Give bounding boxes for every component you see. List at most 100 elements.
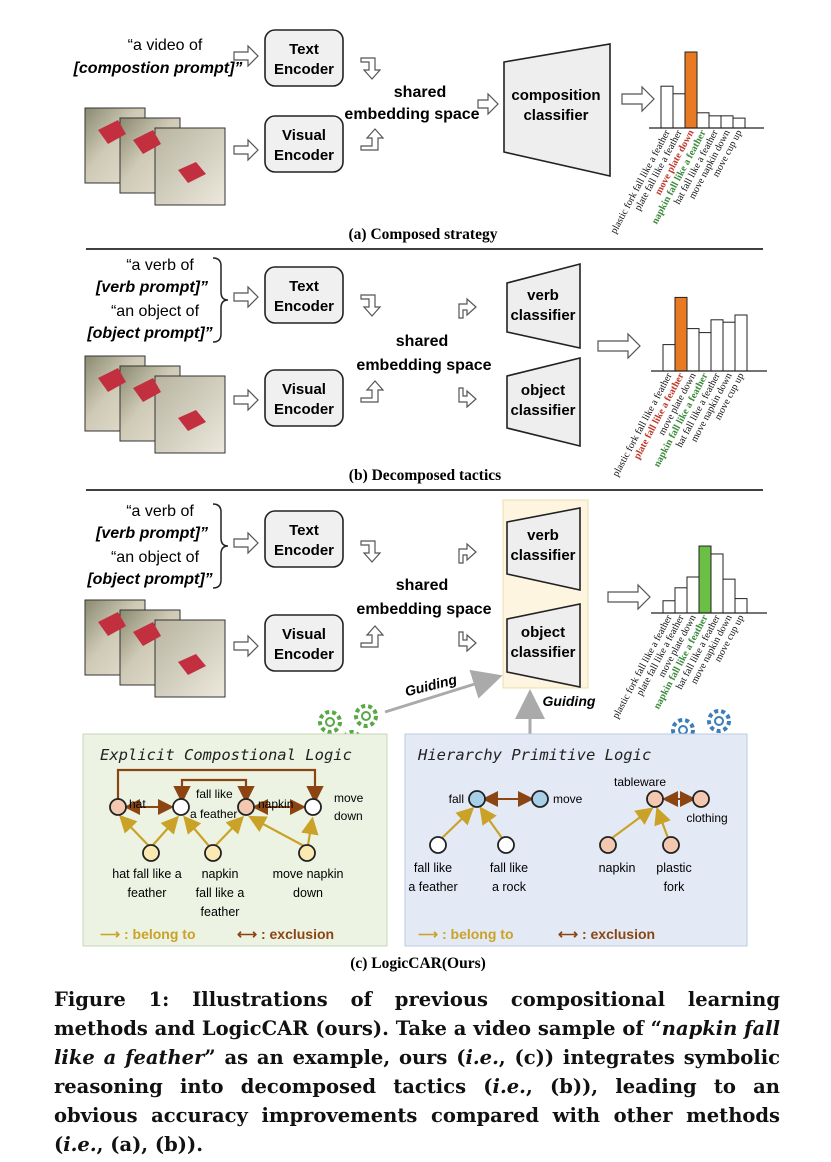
prompt-c-l3: “an object of: [111, 549, 200, 566]
caption-part5: , (a), (b)).: [96, 1133, 203, 1156]
bar-move-napkin-down: [722, 321, 736, 372]
bar-move-cup-up: [734, 314, 748, 372]
composition-classifier-l2: classifier: [523, 107, 588, 124]
hollow-arrow: [607, 583, 651, 611]
hollow-arrow: [233, 44, 259, 68]
node-hat-fall-like-a-feather: [142, 844, 160, 862]
gears-green-icon: [318, 704, 378, 750]
label-move: move: [553, 792, 583, 806]
bent-arrow: [458, 542, 477, 564]
brace: [212, 257, 229, 343]
text-encoder-a-l2: Encoder: [274, 61, 334, 78]
label-plastic-1: plastic: [656, 861, 691, 875]
text-encoder-b-l2: Encoder: [274, 298, 334, 315]
node-napkin-fall-like-a-feather: [204, 844, 222, 862]
legend-exclusion-a: ⟷ : exclusion: [237, 926, 334, 942]
label-fall-feather-1: fall like: [414, 861, 452, 875]
legend-belong-b: ⟶ : belong to: [418, 926, 514, 942]
label-plastic-2: fork: [664, 880, 686, 894]
label-napkin-fall-2: fall like a: [196, 886, 245, 900]
text-encoder-a: [264, 29, 344, 87]
composition-classifier: [503, 43, 611, 178]
caption-part2: ” as an example, ours (: [204, 1046, 466, 1069]
prompt-a-line1: “a video of: [128, 37, 203, 54]
visual-encoder-c-l2: Encoder: [274, 646, 334, 663]
shared-space-b-l1: shared: [396, 333, 448, 350]
bent-arrow: [458, 631, 477, 653]
prompt-c-l2: [verb prompt]”: [95, 525, 208, 542]
legend-belong-a: ⟶ : belong to: [100, 926, 196, 942]
hollow-arrow: [621, 85, 655, 113]
node-tableware: [646, 790, 664, 808]
bar-move-plate-down: [684, 51, 698, 129]
caption-label: Figure 1:: [54, 988, 170, 1011]
label-down: down: [334, 809, 363, 823]
visual-encoder-b-l1: Visual: [282, 381, 326, 398]
bar-move-napkin-down: [720, 115, 734, 129]
prompt-b-l2: [verb prompt]”: [95, 279, 208, 296]
panel-b: “a verb of [verb prompt]” “an object of …: [84, 257, 767, 484]
bent-arrow: [360, 57, 382, 80]
caption-ie3: i.e.: [63, 1133, 97, 1156]
shared-space-b-l2: embedding space: [356, 357, 491, 374]
verb-classifier-c-l1: verb: [527, 527, 559, 544]
label-fall-like: fall like: [196, 787, 233, 801]
shared-space-a-l1: shared: [394, 84, 446, 101]
hollow-arrow: [233, 388, 259, 412]
composition-classifier-l1: composition: [511, 87, 600, 104]
verb-classifier-b-l2: classifier: [510, 307, 575, 324]
label-napkin: napkin: [258, 797, 293, 811]
caption-c: (c) LogicCAR(Ours): [350, 955, 486, 972]
figure-caption: Figure 1: Illustrations of previous comp…: [54, 985, 780, 1159]
node-fall-like-a-feather: [172, 798, 190, 816]
hollow-arrow: [233, 531, 259, 555]
caption-part4: , (b)), leading to an obvious accuracy i…: [54, 1075, 780, 1156]
bar-napkin-fall-like-a-feather: [696, 112, 710, 129]
node-napkin: [237, 798, 255, 816]
hollow-arrow: [233, 634, 259, 658]
object-classifier-b-l1: object: [521, 382, 565, 399]
guiding-label-right: Guiding: [543, 693, 596, 709]
text-encoder-a-l1: Text: [289, 41, 319, 58]
bent-arrow: [360, 380, 385, 403]
object-classifier-b-l2: classifier: [510, 402, 575, 419]
object-classifier-c-l1: object: [521, 624, 565, 641]
legend-exclusion-b: ⟷ : exclusion: [558, 926, 655, 942]
visual-encoder-b: [264, 369, 344, 427]
object-classifier-c: [506, 603, 581, 688]
label-tableware: tableware: [614, 775, 666, 789]
label-napkin-fall-3: feather: [201, 905, 240, 919]
verb-classifier-c: [506, 507, 581, 591]
explicit-logic-title: Explicit Compostional Logic: [100, 746, 352, 764]
caption-a: (a) Composed strategy: [349, 226, 498, 243]
bar-plate-fall-like-a-feather: [674, 296, 688, 372]
object-classifier-b: [506, 356, 581, 448]
bent-arrow: [360, 540, 382, 563]
bar-move-napkin-down: [722, 578, 736, 614]
hollow-arrow: [233, 138, 259, 162]
bar-napkin-fall-like-a-feather: [698, 332, 712, 372]
caption-example: napkin fall like a feather: [54, 1017, 781, 1069]
text-encoder-c-l1: Text: [289, 522, 319, 539]
label-move-napkin-2: down: [293, 886, 323, 900]
bent-arrow: [360, 128, 385, 151]
text-encoder-b-l1: Text: [289, 278, 319, 295]
label-move-napkin: move napkin: [273, 867, 344, 881]
bar-napkin-fall-like-a-feather: [698, 545, 712, 614]
node-fall: [468, 790, 486, 808]
visual-encoder-b-l2: Encoder: [274, 401, 334, 418]
caption-ie2: i.e.: [492, 1075, 526, 1098]
video-frames-a: [84, 107, 226, 206]
hierarchy-logic-title: Hierarchy Primitive Logic: [417, 746, 651, 764]
node-napkin-h: [599, 836, 617, 854]
label-fall: fall: [449, 792, 464, 806]
guiding-label-left: Guiding: [403, 671, 459, 699]
bar-hat-fall-like-a-feather: [710, 553, 724, 614]
label-move: move: [334, 791, 364, 805]
label-clothing: clothing: [686, 811, 727, 825]
label-hat-fall-2: feather: [128, 886, 167, 900]
bar-move-cup-up: [734, 598, 748, 614]
prompt-b-l3: “an object of: [111, 303, 200, 320]
